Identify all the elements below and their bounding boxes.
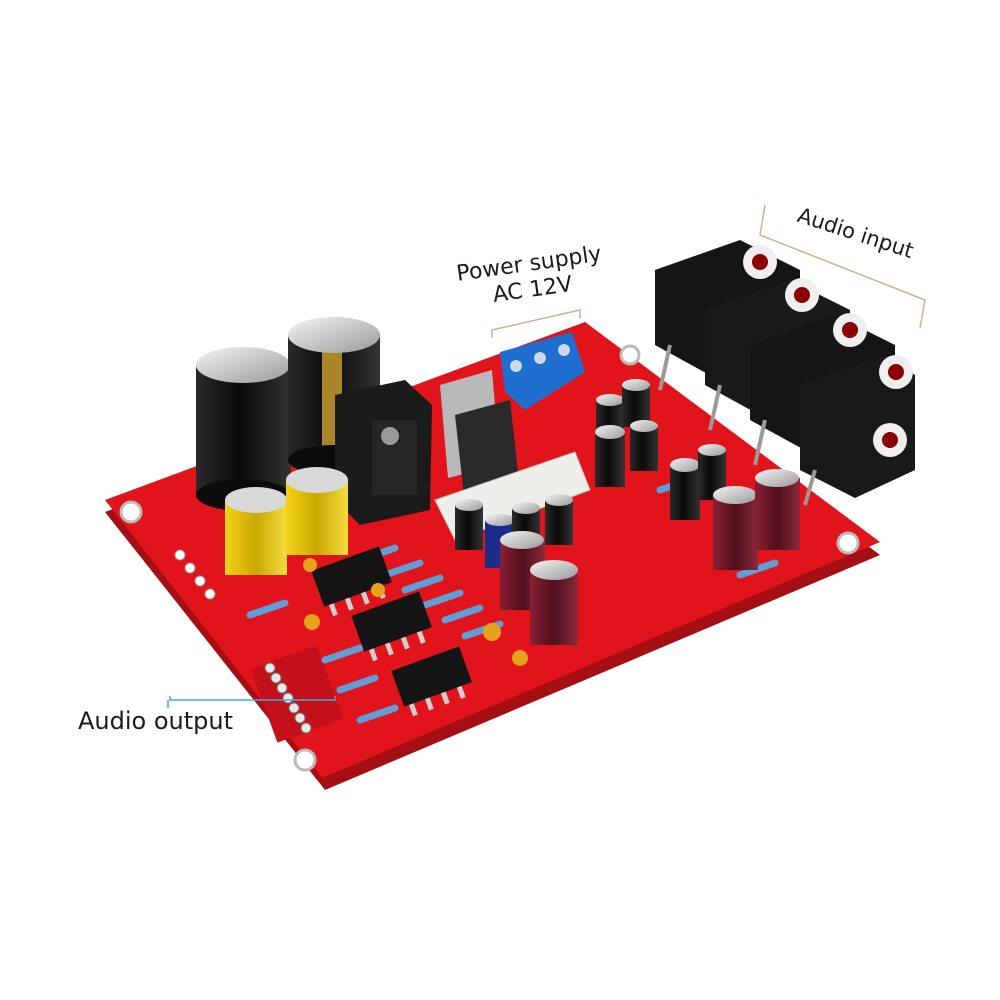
audio-input-callout-line: [759, 204, 926, 329]
audio-output-label: Audio output: [78, 707, 234, 735]
ceramic-capacitors: [303, 558, 528, 666]
yellow-capacitors: [225, 467, 348, 575]
maroon-capacitors: [500, 469, 800, 645]
power-callout-line: [491, 309, 581, 338]
output-header: [174, 549, 344, 743]
audio-output-callout-line: [169, 696, 336, 701]
rca-input-jacks: [655, 240, 915, 506]
callout-lines: [167, 204, 926, 708]
power-terminal-block: [500, 332, 585, 410]
opamp-ics: [311, 546, 472, 717]
